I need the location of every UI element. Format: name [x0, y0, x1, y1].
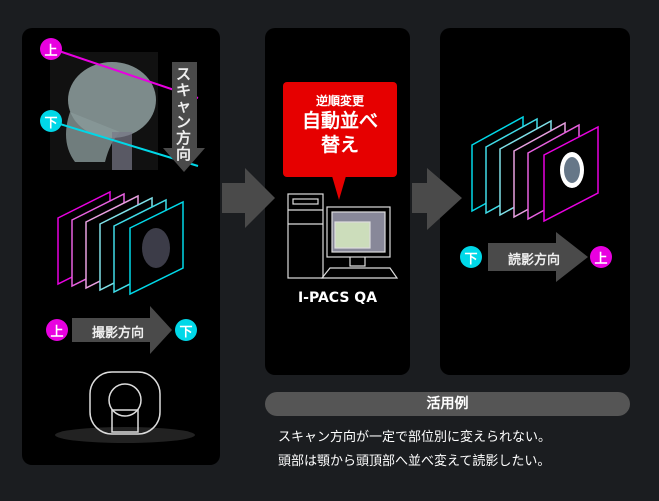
use-case-line2: 頭部は顎から頭頂部へ並べ変えて読影したい。	[278, 454, 551, 469]
ct-scanner-icon	[55, 371, 195, 443]
reading-end-marker: 上	[590, 246, 612, 268]
scan-direction-label: スキャン方向	[176, 65, 192, 163]
skull-xray-image	[50, 52, 158, 170]
reorder-callout: 逆順変更 自動並べ 替え	[283, 82, 397, 177]
acquisition-start-marker: 上	[46, 319, 68, 341]
product-name: I-PACS QA	[297, 290, 378, 306]
callout-small-text: 逆順変更	[315, 94, 364, 108]
slice-stack-acquisition	[57, 190, 184, 296]
callout-large-line1: 自動並べ	[301, 110, 378, 132]
callout-pointer	[332, 176, 346, 200]
top-marker: 上	[40, 38, 62, 60]
use-case-title: 活用例	[265, 392, 630, 416]
acquisition-end-marker: 下	[175, 319, 197, 341]
acquisition-direction-arrow	[72, 306, 172, 354]
reading-direction-arrow	[488, 232, 588, 282]
use-case-line1: スキャン方向が一定で部位別に変えられない。	[278, 430, 552, 445]
workstation-icon	[287, 193, 399, 279]
scan-direction-arrow	[163, 62, 205, 172]
acquisition-direction-label: 撮影方向	[92, 326, 145, 341]
flow-arrow-2	[412, 168, 462, 230]
reading-start-marker: 下	[460, 246, 482, 268]
slice-stack-reading	[471, 115, 599, 223]
bottom-marker: 下	[40, 110, 62, 132]
callout-large-line2: 替え	[320, 134, 359, 156]
flow-arrow-1	[222, 168, 275, 228]
reading-direction-label: 読影方向	[508, 253, 561, 268]
